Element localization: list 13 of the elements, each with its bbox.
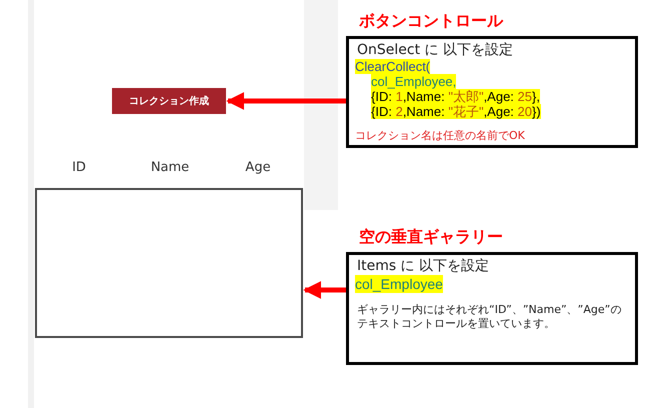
note-text: コレクション名は任意の名前でOK: [355, 129, 526, 143]
arrow: [303, 281, 346, 299]
callout-heading: ボタンコントロール: [359, 11, 503, 32]
gallery-box: [35, 188, 303, 338]
column-header: ID: [72, 160, 86, 175]
column-header: Age: [245, 160, 271, 175]
create-collection-button: コレクション作成: [112, 88, 226, 114]
arrow: [226, 92, 346, 110]
instruction-text: OnSelect に 以下を設定: [357, 42, 514, 59]
column-header: Name: [150, 160, 190, 175]
instruction-text: Items に 以下を設定: [357, 258, 490, 275]
note-text: ギャラリー内にはそれぞれ“ID”、”Name”、”Age”のテキストコントロールを置いています。: [357, 303, 622, 331]
callout-heading: 空の垂直ギャラリー: [359, 227, 503, 248]
